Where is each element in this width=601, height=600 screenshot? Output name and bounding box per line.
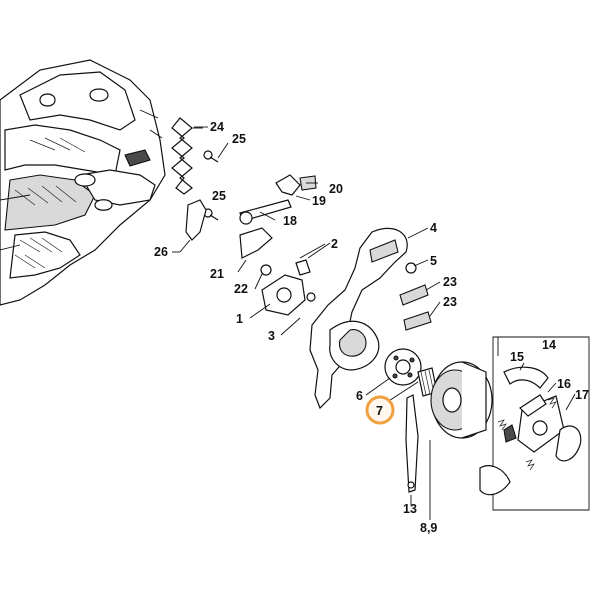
- callout-14: 14: [542, 338, 556, 352]
- part-tensioner-zigzag: [171, 117, 203, 195]
- callout-4: 4: [430, 221, 437, 235]
- part-cover-plate: [309, 227, 408, 410]
- part-arm: [405, 394, 419, 493]
- callout-25: 25: [232, 132, 246, 146]
- callout-16: 16: [557, 377, 571, 391]
- callout-2: 2: [331, 237, 338, 251]
- engine-housing: [0, 59, 166, 306]
- callout-15: 15: [510, 350, 524, 364]
- callout-25: 25: [212, 189, 226, 203]
- part-bracket: [179, 199, 207, 253]
- part-screw: [405, 262, 417, 274]
- part-pad: [399, 284, 432, 331]
- part-oil-pump: [239, 227, 326, 316]
- callout-labels: 24 25 20 19 25 18 26 2 4 21 5 22 23 23 1…: [154, 120, 589, 535]
- part-screw: [203, 142, 229, 163]
- callout-7: 7: [376, 404, 383, 418]
- callout-5: 5: [430, 254, 437, 268]
- callout-highlight-ring: [365, 395, 395, 425]
- leader-lines: [172, 126, 576, 520]
- callout-23: 23: [443, 295, 457, 309]
- callout-23: 23: [443, 275, 457, 289]
- callout-20: 20: [329, 182, 343, 196]
- part-clutch-drum: [430, 361, 493, 439]
- callout-8-9: 8,9: [420, 521, 437, 535]
- callout-22: 22: [234, 282, 248, 296]
- callout-17: 17: [575, 388, 589, 402]
- part-washer: [384, 348, 422, 386]
- callout-26: 26: [154, 245, 168, 259]
- part-lever: [275, 174, 317, 196]
- callout-6: 6: [356, 389, 363, 403]
- callout-13: 13: [403, 502, 417, 516]
- part-clutch-assembly: [479, 336, 590, 511]
- callout-19: 19: [312, 194, 326, 208]
- callout-21: 21: [210, 267, 224, 281]
- callout-1: 1: [236, 312, 243, 326]
- callout-18: 18: [283, 214, 297, 228]
- callout-24: 24: [210, 120, 224, 134]
- part-pin: [239, 199, 292, 225]
- callout-3: 3: [268, 329, 275, 343]
